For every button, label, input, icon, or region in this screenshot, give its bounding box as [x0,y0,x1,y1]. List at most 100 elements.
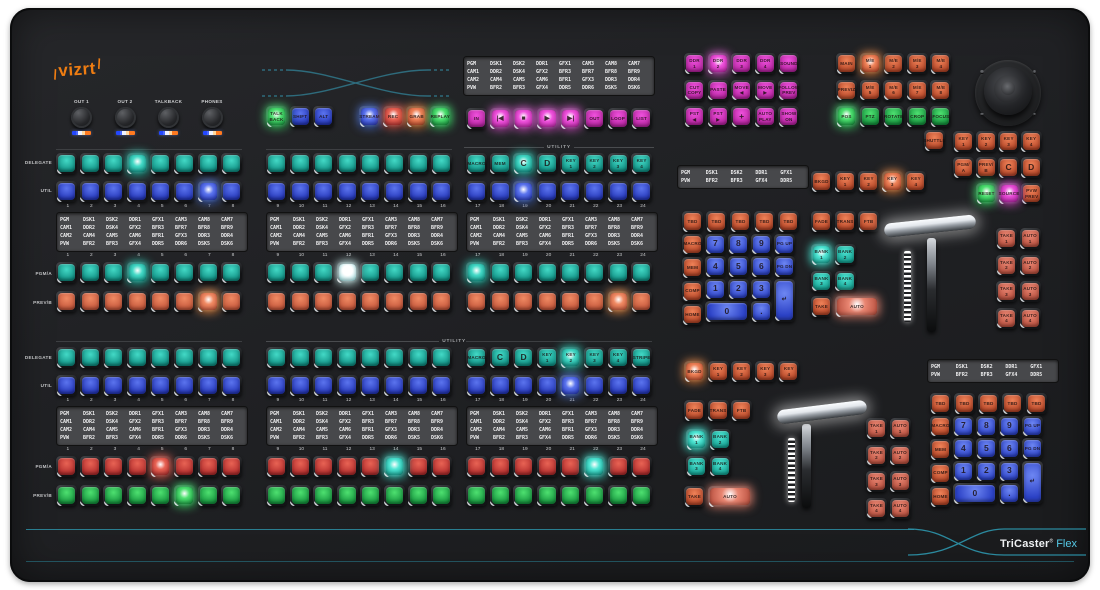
macro-button[interactable]: MACRO [682,233,703,255]
me-delegate-button[interactable]: M/E 4 [930,53,952,74]
program-source-button[interactable] [583,456,605,477]
bus-delegate-button[interactable]: PGM/ A [953,157,974,178]
bus-delegate-button[interactable]: PREV/ B [975,157,997,178]
tbd-button[interactable]: TBD [706,211,727,232]
program-source-button[interactable] [56,456,77,477]
program-source-button[interactable] [631,456,653,477]
play-button[interactable]: ▶ [536,108,558,129]
me-delegate-button[interactable]: MAIN [836,53,857,74]
preview-source-button[interactable] [431,485,453,506]
take-auto-button[interactable]: AUTO 1 [1019,228,1041,249]
util-button[interactable] [173,181,195,202]
util-button[interactable] [150,375,172,396]
bank-button[interactable]: BANK 1 [811,244,832,265]
preview-source-button[interactable] [360,485,382,506]
util-button[interactable] [150,181,172,202]
media-button[interactable]: SHOW ON [778,106,800,127]
delegate-button[interactable] [313,347,335,368]
delegate-button[interactable] [79,347,101,368]
digit-button[interactable]: 8 [728,233,749,255]
preview-source-button[interactable] [79,291,101,312]
next-button[interactable]: ▶| [560,108,582,129]
preview-source-button[interactable] [560,485,582,506]
preview-source-button[interactable] [513,485,535,506]
tbd-button[interactable]: TBD [1026,393,1047,414]
util-button[interactable] [466,375,487,396]
delegate-button[interactable] [289,153,311,174]
util-button[interactable] [407,181,429,202]
take-auto-button[interactable]: AUTO 3 [889,471,911,492]
program-source-button[interactable] [536,262,558,283]
tbd-button[interactable]: TBD [978,393,999,414]
program-source-button[interactable] [407,456,429,477]
take-auto-button[interactable]: TAKE 3 [996,281,1017,302]
preview-source-button[interactable] [56,485,77,506]
util-button[interactable] [360,375,382,396]
bank-button[interactable]: BANK 2 [709,429,731,450]
program-source-button[interactable] [221,262,243,283]
media-button[interactable]: FOLLOW PREV [778,79,800,101]
delegate-button[interactable] [56,347,77,368]
tbd-button[interactable]: TBD [1002,393,1023,414]
util-button[interactable] [221,375,243,396]
util-button[interactable] [289,375,311,396]
layer-delegate-button[interactable]: KEY 4 [905,171,927,192]
take-auto-button[interactable]: AUTO 4 [889,497,911,519]
take-button[interactable]: TAKE [684,486,705,507]
page-down-button[interactable]: PG DN [1022,438,1043,459]
alt-button[interactable]: ALT [313,106,335,127]
tbd-button[interactable]: TBD [682,211,703,232]
preview-source-button[interactable] [336,485,358,506]
program-source-button[interactable] [266,456,287,477]
digit-button[interactable]: 8 [976,415,997,437]
util-button[interactable] [197,375,219,396]
delegate-button[interactable]: KEY 3 [607,153,629,174]
media-button[interactable]: DDR 3 [731,53,753,74]
ftb-button[interactable]: FTB [858,211,880,232]
joystick[interactable] [975,60,1041,126]
util-button[interactable] [103,181,125,202]
take-auto-button[interactable]: TAKE 3 [866,471,887,492]
dot-button[interactable]: . [999,483,1020,504]
program-source-button[interactable] [360,262,382,283]
util-button[interactable] [513,181,535,202]
delegate-button[interactable] [313,153,335,174]
delegate-button[interactable] [197,347,219,368]
delegate-button[interactable] [407,153,429,174]
preview-source-button[interactable] [360,291,382,312]
preview-source-button[interactable] [313,291,335,312]
preview-source-button[interactable] [266,485,287,506]
preview-source-button[interactable] [221,291,243,312]
util-button[interactable] [560,181,582,202]
util-button[interactable] [221,181,243,202]
delegate-button[interactable]: D [513,347,535,368]
util-button[interactable] [126,375,148,396]
util-button[interactable] [560,375,582,396]
layer-delegate-button[interactable]: BKGD [684,361,705,382]
digit-button[interactable]: 1 [953,460,974,482]
delegate-button[interactable] [431,347,453,368]
preview-source-button[interactable] [173,291,195,312]
util-button[interactable] [431,375,453,396]
delegate-button[interactable] [79,153,101,174]
preview-source-button[interactable] [103,485,125,506]
layer-delegate-button[interactable]: KEY 4 [778,361,800,382]
preview-source-button[interactable] [197,291,219,312]
take-auto-button[interactable]: TAKE 2 [866,444,887,466]
program-source-button[interactable] [431,262,453,283]
take-auto-button[interactable]: TAKE 4 [866,497,887,519]
me-delegate-button[interactable]: M/E 8 [930,79,952,101]
util-button[interactable] [536,181,558,202]
program-source-button[interactable] [197,262,219,283]
digit-button[interactable]: 9 [999,415,1020,437]
zero-button[interactable]: 0 [705,301,749,322]
program-source-button[interactable] [560,262,582,283]
preview-source-button[interactable] [489,485,511,506]
shuttle-button[interactable]: SHUTTLE [923,130,946,151]
program-source-button[interactable] [103,456,125,477]
layer-delegate-button[interactable]: KEY 1 [707,361,729,382]
util-button[interactable] [631,375,653,396]
preview-source-button[interactable] [313,485,335,506]
volume-knob[interactable] [71,107,92,128]
take-auto-button[interactable]: TAKE 1 [866,418,887,439]
